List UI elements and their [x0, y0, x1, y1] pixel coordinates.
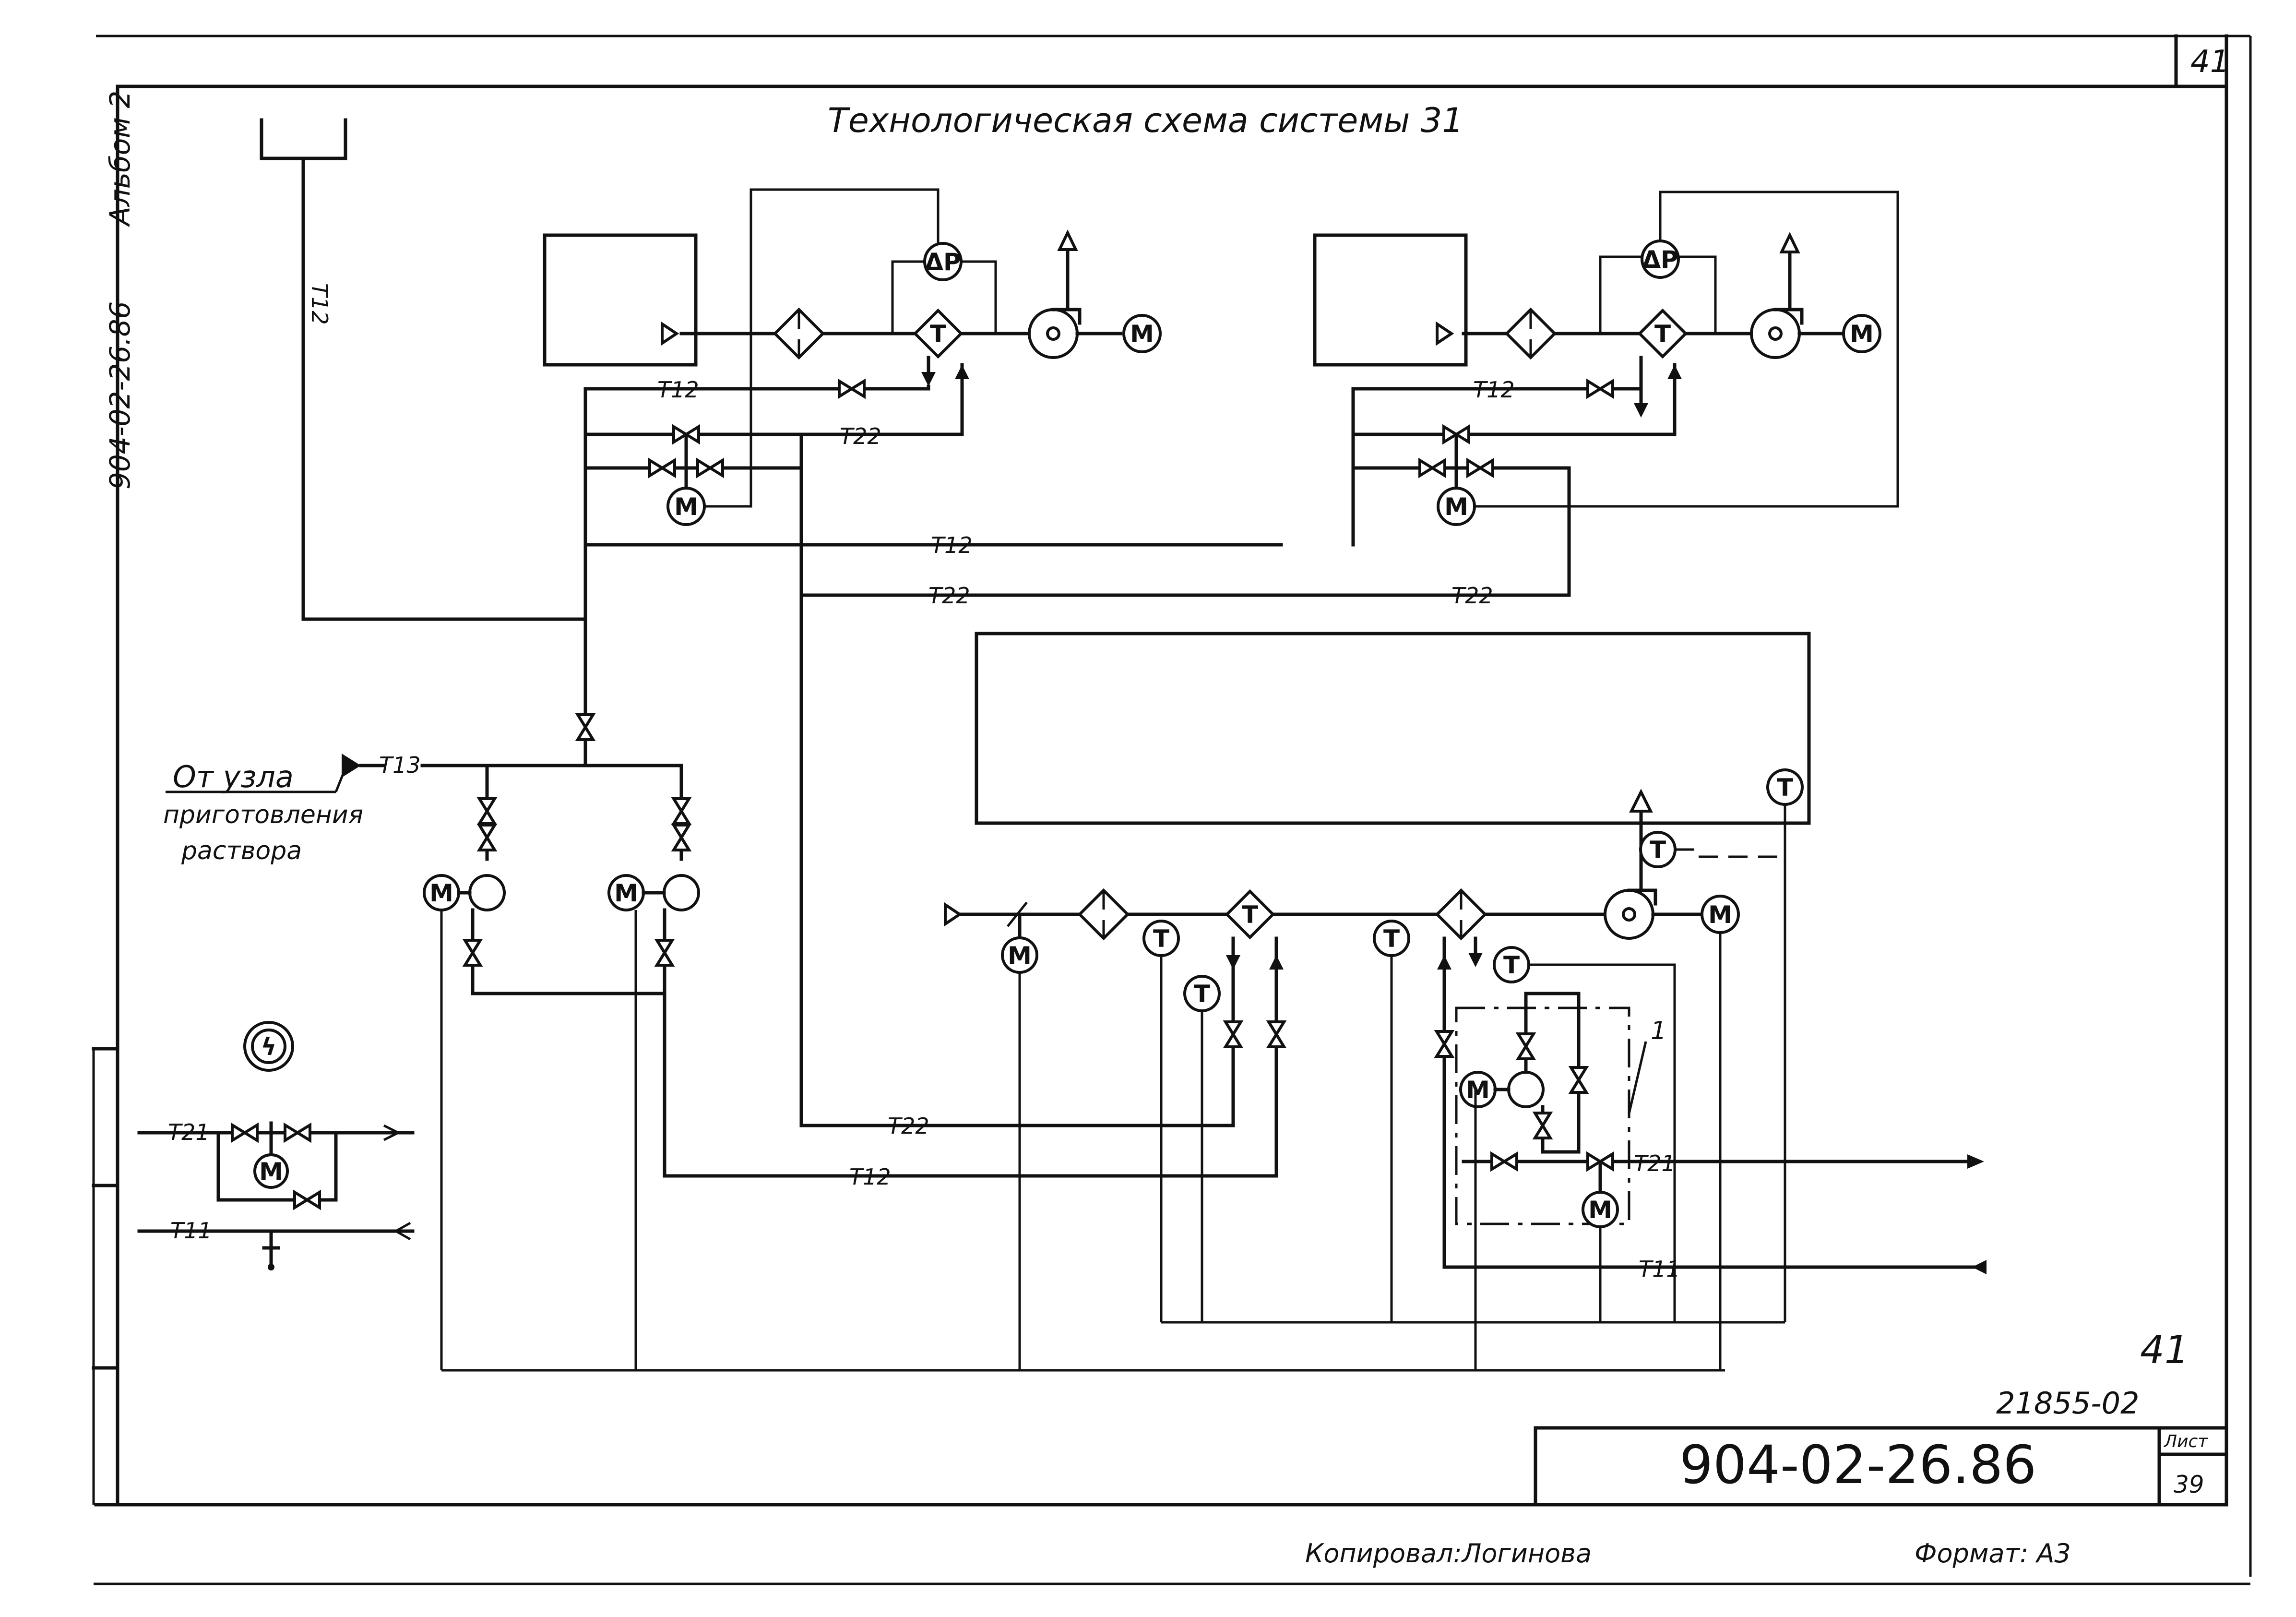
copied-by: Копировал:Логинова — [1305, 1538, 1592, 1569]
pipe-label-t22-mid: Т22 — [928, 583, 970, 609]
pipe-label-t12-mid: Т12 — [931, 532, 973, 558]
motor-label: М — [1444, 493, 1468, 521]
legend-pipe-t21: Т21 — [168, 1119, 210, 1145]
thermostat-label: Т — [1650, 836, 1666, 864]
ahu-unit-right: Т ΔР М — [1313, 191, 1899, 508]
pipe-label-t12-vertical: Т12 — [307, 283, 333, 325]
heating-node-1: Т М М Т21 Т11 1 — [1437, 936, 1987, 1370]
ahu-unit-lower: М Т Т Т Т М Т Т — [944, 768, 1804, 1370]
handwritten-number: 41 — [2140, 1328, 2189, 1372]
thermostat-label: Т — [1777, 774, 1793, 802]
served-room — [975, 632, 1811, 825]
lightning-symbol: ϟ — [261, 1033, 277, 1061]
motor-label: М — [1708, 901, 1732, 929]
pipe-label-t12-left: Т12 — [657, 377, 699, 403]
album-label: Альбом 2 — [104, 91, 136, 228]
motor-label: М — [429, 879, 453, 907]
pump-group-left: М М — [423, 764, 1278, 1370]
pipe-label-t12-right: Т12 — [1473, 377, 1515, 403]
thermostat-label: Т — [1242, 901, 1258, 929]
thermostat-label: Т — [1153, 925, 1169, 953]
motor-label: М — [1008, 942, 1032, 970]
title-block — [1534, 1426, 2228, 1507]
pipe-label-t11: Т11 — [1639, 1256, 1680, 1282]
inventory-number: 21855-02 — [1996, 1386, 2140, 1421]
source-text-line3: раствора — [181, 837, 302, 865]
solution-tank — [260, 118, 347, 160]
page-number-top: 41 — [2190, 44, 2229, 80]
source-text-line2: приготовления — [163, 801, 363, 829]
pipe-label-t22-bottom: Т22 — [888, 1113, 929, 1139]
drawing-code-side: 904-02-26.86 — [104, 301, 136, 490]
pipe-label-t12-bottom: Т12 — [849, 1164, 891, 1190]
stamp-code: 904-02-26.86 — [1679, 1434, 2036, 1496]
pipe-label-t21: Т21 — [1634, 1150, 1676, 1176]
pipe-label-t22-left: Т22 — [840, 423, 881, 449]
drawing-title: Технологическая схема системы 31 — [828, 101, 1463, 140]
pipe-label-t13: Т13 — [379, 752, 421, 778]
legend-automation: ϟ Т21 М Т11 — [137, 1021, 415, 1270]
source-text-line1: От узла — [173, 759, 294, 794]
thermostat-label: Т — [930, 320, 946, 348]
pipe-label-t22-right-mid: Т22 — [1451, 583, 1493, 609]
motor-label: М — [259, 1158, 283, 1186]
motor-label: М — [1850, 320, 1874, 348]
thermostat-label: Т — [1503, 951, 1520, 979]
legend-pipe-t11: Т11 — [170, 1218, 212, 1244]
thermostat-label: Т — [1654, 320, 1671, 348]
sheet-number: 39 — [2174, 1471, 2204, 1498]
sheet-label: Лист — [2163, 1432, 2208, 1451]
format-label: Формат: А3 — [1915, 1538, 2071, 1569]
motor-label: М — [614, 879, 638, 907]
motor-label: М — [674, 493, 698, 521]
thermostat-label: Т — [1383, 925, 1400, 953]
callout-1: 1 — [1651, 1017, 1666, 1045]
motor-label: М — [1466, 1076, 1490, 1104]
ahu-unit-left: Т ΔР М — [543, 188, 1162, 436]
motor-label: М — [1588, 1196, 1612, 1224]
drawing-frame — [92, 34, 2252, 1585]
pressure-diff-label: ΔР — [1642, 246, 1678, 274]
pressure-diff-label: ΔР — [925, 248, 961, 276]
motor-label: М — [1130, 320, 1154, 348]
thermostat-label: Т — [1194, 980, 1210, 1008]
